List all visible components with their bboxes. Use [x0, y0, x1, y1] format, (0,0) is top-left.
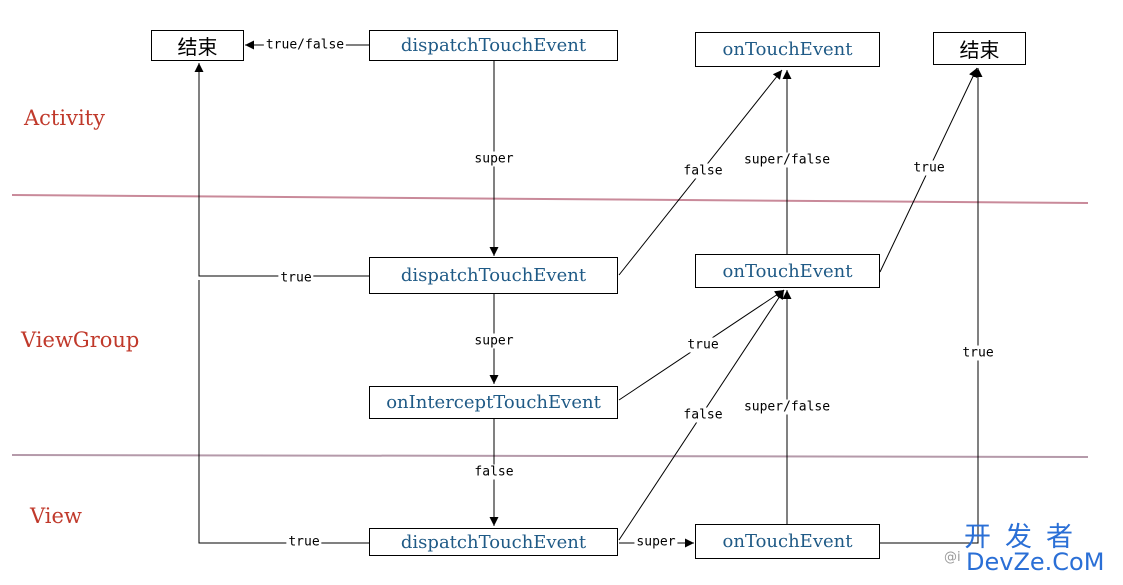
watermark-prefix: @i — [944, 550, 961, 565]
node-viewgroup-dispatchtouchevent: dispatchTouchEvent — [369, 257, 618, 294]
node-viewgroup-onintercepttouchevent: onInterceptTouchEvent — [369, 386, 618, 419]
layer-label-viewgroup: ViewGroup — [21, 328, 140, 352]
edge-label-true: true — [685, 337, 721, 353]
edge-label-true: true — [960, 345, 996, 361]
edge-label-super: super — [634, 534, 678, 550]
edge-label-true: true — [911, 160, 947, 176]
separator-activity-viewgroup — [11, 194, 1089, 204]
node-view-ontouchevent: onTouchEvent — [695, 524, 880, 559]
edge-label-false: false — [681, 407, 725, 423]
end-node-left: 结束 — [151, 30, 244, 61]
edge-view-dispatch-true — [198, 280, 370, 544]
edge-view-ontouch-true — [880, 68, 983, 544]
edge-label-super: super — [472, 151, 516, 167]
edge-label-false: false — [472, 464, 516, 480]
edge-label-true: true — [278, 270, 314, 286]
node-viewgroup-ontouchevent: onTouchEvent — [695, 254, 880, 288]
watermark-brand: DevZe.CoM — [966, 548, 1105, 576]
watermark-chinese: 开发者 — [964, 522, 1087, 553]
edge-vg-dispatch-true — [194, 63, 370, 277]
edge-label-super: super — [472, 333, 516, 349]
layer-label-view: View — [30, 504, 82, 528]
edge-label-super-false: super/false — [741, 152, 833, 168]
separator-viewgroup-view — [11, 454, 1089, 458]
edge-label-super-false: super/false — [741, 399, 833, 415]
edge-label-false: false — [681, 163, 725, 179]
node-activity-dispatchtouchevent: dispatchTouchEvent — [369, 30, 618, 61]
layer-label-activity: Activity — [24, 106, 105, 130]
end-node-right: 结束 — [933, 32, 1026, 65]
node-view-dispatchtouchevent: dispatchTouchEvent — [369, 528, 618, 556]
node-activity-ontouchevent: onTouchEvent — [695, 32, 880, 67]
edge-label-true-false: true/false — [263, 37, 347, 53]
edge-label-true: true — [286, 534, 322, 550]
